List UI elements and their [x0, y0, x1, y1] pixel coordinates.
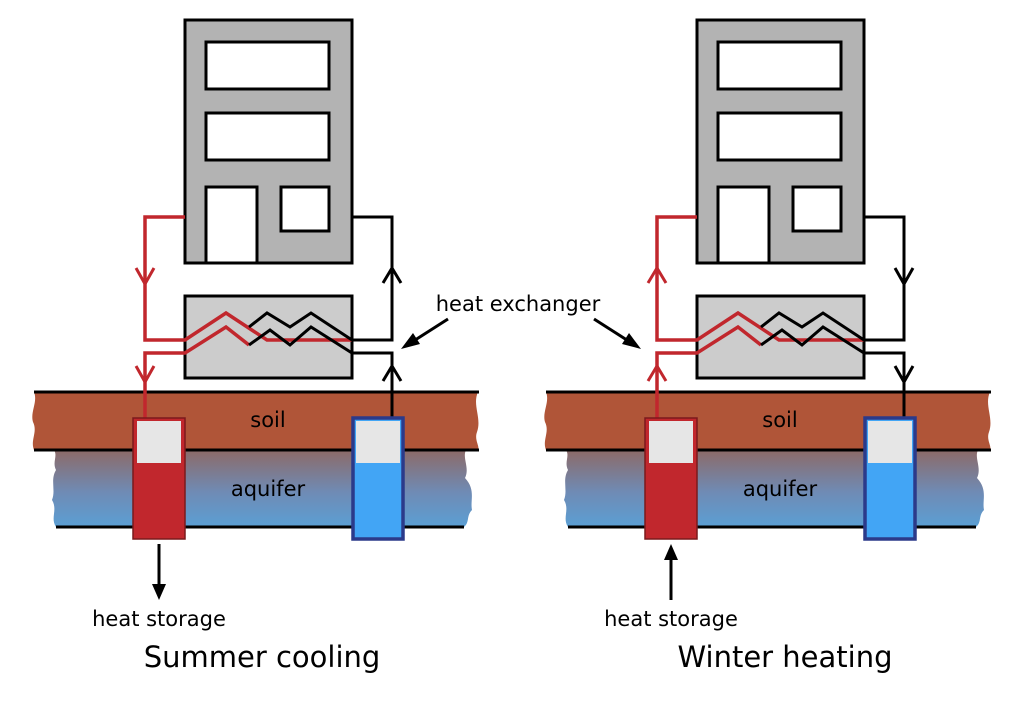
panel-title: Winter heating [677, 640, 892, 674]
panel-winter-heating: soil aquifer heat storage Winter heating [544, 18, 991, 674]
pointer-arrow-right [593, 317, 641, 349]
warm-well [644, 417, 698, 540]
warm-pipe [646, 215, 864, 418]
cold-pipe [760, 215, 915, 418]
building [183, 18, 354, 265]
soil-label: soil [250, 408, 285, 432]
heat-storage-arrow-up [664, 544, 678, 600]
aquifer-label: aquifer [743, 477, 818, 501]
heat-storage-label: heat storage [604, 607, 738, 631]
cold-well [863, 416, 917, 541]
aquifer-label: aquifer [231, 477, 306, 501]
heat-storage-label: heat storage [92, 607, 226, 631]
pointer-arrow-left [401, 317, 449, 349]
panel-title: Summer cooling [144, 640, 381, 674]
heat-storage-arrow-down [152, 544, 166, 600]
soil-label: soil [762, 408, 797, 432]
heat-exchanger-label: heat exchanger [436, 292, 601, 316]
warm-pipe [134, 215, 352, 418]
cold-pipe [248, 215, 403, 418]
warm-well [132, 417, 186, 540]
panel-summer-cooling: soil aquifer heat storage Summer cooling [32, 18, 479, 674]
cold-well [351, 416, 405, 541]
building [695, 18, 866, 265]
